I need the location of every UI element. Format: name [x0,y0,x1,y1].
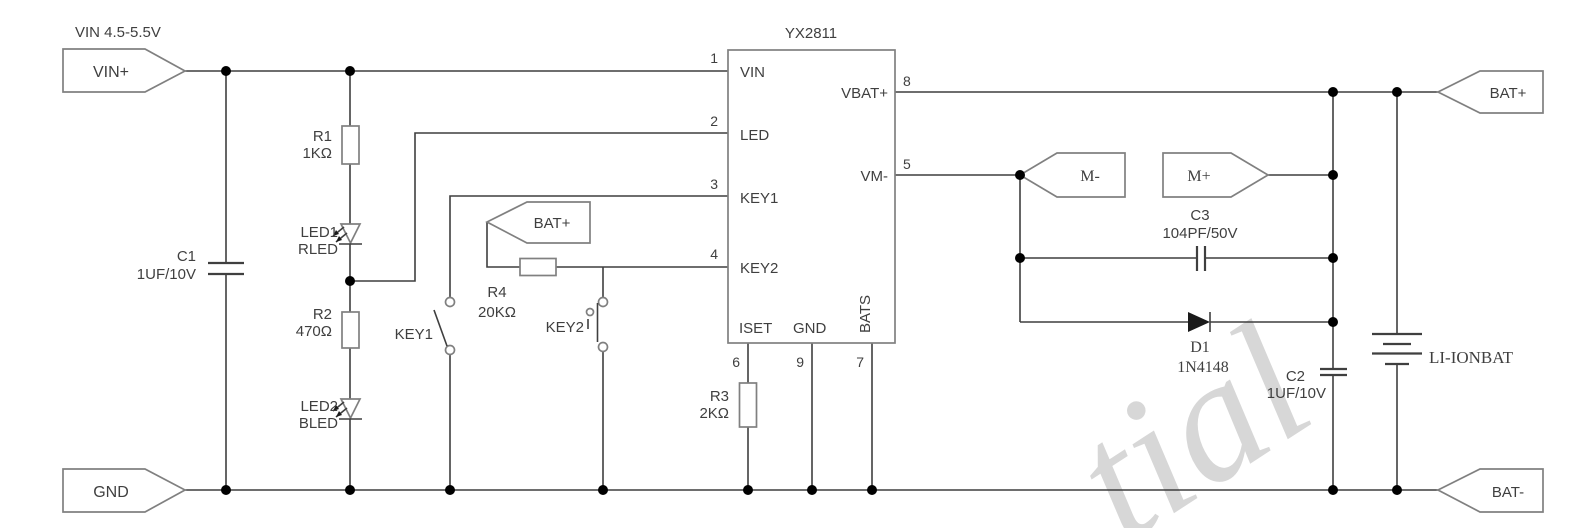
ic-pin5-label: VM- [861,168,889,185]
resistor-r2-ref: R2 [313,306,332,323]
resistor-r4: R4 20KΩ [478,257,557,321]
resistor-r1-value: 1KΩ [302,145,332,162]
ic-title: YX2811 [785,25,837,42]
resistor-r2: R2 470Ω [296,306,360,349]
resistor-r2-value: 470Ω [296,323,332,340]
led1-value: RLED [298,241,338,258]
connector-gnd-label: GND [93,484,129,501]
resistor-r3-value: 2KΩ [699,405,729,422]
capacitor-c3-ref: C3 [1190,207,1209,224]
connector-m-minus-label: M- [1080,168,1100,185]
diode-d1-value: 1N4148 [1177,359,1229,376]
connector-m-plus: M+ [1162,152,1270,198]
connector-bat-minus-label: BAT- [1492,484,1524,501]
capacitor-c3-value: 104PF/50V [1162,225,1237,242]
capacitor-c3: C3 104PF/50V [1162,207,1238,271]
capacitor-c2-ref: C2 [1286,368,1305,385]
diode-d1-ref: D1 [1190,339,1210,356]
ic-pin7-label: BATS [857,295,874,333]
resistor-r4-ref: R4 [487,284,506,301]
battery-li-ion: LI-IONBAT [1372,332,1514,367]
ic-pin9-label: GND [793,320,827,337]
ic-pin6-label: ISET [739,320,772,337]
led2: LED2 BLED [299,398,362,432]
ic-pin3-label: KEY1 [740,190,778,207]
connector-bat-minus: BAT- [1436,468,1544,513]
diode-d1: D1 1N4148 [1177,312,1229,376]
capacitor-c1: C1 1UF/10V [137,248,244,283]
wires [185,70,1438,491]
ic-pin2-label: LED [740,127,769,144]
connector-bat-sense-label: BAT+ [534,215,571,232]
resistor-r1-ref: R1 [313,128,332,145]
resistor-r4-value: 20KΩ [478,304,516,321]
ic-pin3-number: 3 [710,176,718,192]
led2-ref: LED2 [300,398,338,415]
capacitor-c2: C2 1UF/10V [1267,367,1347,402]
capacitor-c1-ref: C1 [177,248,196,265]
switch-key1-label: KEY1 [395,326,433,343]
connector-bat-sense: BAT+ [485,201,591,244]
ic-pin7-number: 7 [856,354,864,370]
connector-m-plus-label: M+ [1187,168,1210,185]
resistor-r3: R3 2KΩ [699,382,758,428]
battery-label: LI-IONBAT [1429,348,1514,367]
ic-pin5-number: 5 [903,156,911,172]
led1: LED1 RLED [298,223,362,258]
power-rating-label: VIN 4.5-5.5V [75,24,161,41]
ic-pin9-number: 9 [796,354,804,370]
connector-gnd: GND [62,468,187,513]
ic-pin4-number: 4 [710,246,718,262]
switch-key1: KEY1 [395,296,456,356]
switch-key2: KEY2 [546,296,609,353]
resistor-r3-ref: R3 [710,388,729,405]
ic-pin1-label: VIN [740,64,765,81]
resistor-r1: R1 1KΩ [302,125,360,165]
connector-m-minus: M- [1018,152,1126,198]
switch-key2-label: KEY2 [546,319,584,336]
connector-bat-plus-label: BAT+ [1490,85,1527,102]
ic-pin2-number: 2 [710,113,718,129]
ic-pin4-label: KEY2 [740,260,778,277]
led2-value: BLED [299,415,338,432]
ic-pin8-number: 8 [903,73,911,89]
ic-pin8-label: VBAT+ [841,85,888,102]
capacitor-c2-value: 1UF/10V [1267,385,1326,402]
ic-pin1-number: 1 [710,50,718,66]
junction-dots [221,66,1402,495]
led1-ref: LED1 [300,224,338,241]
ic-yx2811: YX2811 1 2 3 4 VIN LED KEY1 KEY2 8 VBAT+… [710,25,911,370]
capacitor-c1-value: 1UF/10V [137,266,196,283]
ic-pin6-number: 6 [732,354,740,370]
connector-vin-plus: VIN+ [62,48,187,93]
connector-bat-plus: BAT+ [1436,70,1544,114]
connector-vin-plus-label: VIN+ [93,64,129,81]
